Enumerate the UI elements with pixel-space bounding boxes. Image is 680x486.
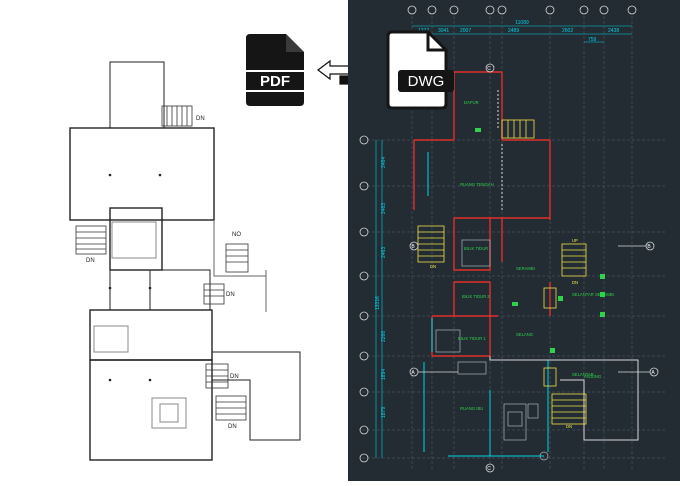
pdf-dn-label: DN	[228, 424, 237, 430]
cad-room-label: SELANTAR	[572, 372, 594, 377]
pdf-bedroom-1	[109, 207, 163, 271]
cad-section-label: A	[651, 370, 655, 376]
cad-room-label: BILIK TIDUR	[464, 246, 488, 251]
cad-left-dim: 1879	[381, 407, 387, 418]
cad-left-dim: 2266	[381, 331, 387, 342]
cad-stair-label: DN	[566, 424, 572, 429]
pdf-main-hall	[69, 127, 215, 221]
cad-stair-bottom	[551, 393, 587, 425]
pdf-badge-label: PDF	[260, 73, 290, 90]
pdf-living-room	[89, 359, 213, 461]
dwg-file-badge: DWG	[384, 30, 456, 110]
cad-section-label: B	[411, 244, 415, 250]
cad-left-dim: 2463	[381, 247, 387, 258]
cad-top-subdim: 3041	[438, 28, 449, 34]
pdf-veranda	[212, 351, 301, 441]
cad-section-label: B	[647, 244, 651, 250]
pdf-dn-label: DN	[226, 292, 235, 298]
cad-stair-kitchen	[501, 119, 535, 139]
pdf-dn-label: DN	[196, 116, 205, 122]
dwg-file-icon: DWG	[386, 30, 454, 110]
dwg-cad-drawing: 11089 1277 3041 2007 2489 2602 2438 759 …	[359, 5, 666, 473]
cad-stair-label: DN	[430, 264, 436, 269]
pdf-file-badge: PDF	[244, 32, 306, 108]
cad-room-label: SERAMBI	[516, 266, 535, 271]
pdf-no-label: NO	[232, 232, 241, 238]
cad-section-label: C	[487, 466, 491, 472]
cad-top-subdim-small: 759	[588, 37, 597, 43]
pdf-dn-label: DN	[230, 374, 239, 380]
cad-room-label: ANJUNG	[584, 374, 601, 379]
pdf-floor-plan-drawing: DN DN DN DN DN NO	[69, 61, 301, 461]
cad-room-label: RUANG IBU	[460, 406, 483, 411]
pdf-annex-room	[109, 61, 165, 129]
cad-top-subdim: 2438	[608, 28, 619, 34]
cad-room-label: BILIK TIDUR 1	[458, 336, 486, 341]
cad-stair-label: DN	[572, 280, 578, 285]
cad-left-dim: 2463	[381, 203, 387, 214]
cad-top-subdim: 2007	[460, 28, 471, 34]
cad-section-label: C	[487, 66, 491, 72]
cad-left-dim: 1894	[381, 369, 387, 380]
cad-room-label: SELANTAR SERAMBI	[572, 292, 614, 297]
pdf-file-icon: PDF	[244, 34, 306, 106]
cad-wall-bedroom	[453, 217, 491, 271]
dwg-badge-label: DWG	[408, 73, 445, 90]
pdf-dn-label: DN	[86, 258, 95, 264]
cad-wall-kitchen	[454, 71, 503, 140]
cad-room-label: DAPUR	[464, 100, 479, 105]
cad-left-dim: 2464	[381, 157, 387, 168]
cad-room-label: BILIK TIDUR 2	[462, 294, 490, 299]
cad-top-subdim: 2602	[562, 28, 573, 34]
pdf-corridor	[109, 269, 211, 311]
cad-section-label: A	[411, 370, 415, 376]
cad-stair-label: UP	[572, 238, 578, 243]
cad-left-dim-total: 13316	[375, 296, 381, 310]
cad-room-label: RUANG TENGAH	[460, 182, 494, 187]
cad-stair-right	[561, 243, 587, 277]
cad-top-subdim: 2489	[508, 28, 519, 34]
cad-room-label: SELANG	[516, 332, 533, 337]
cad-top-dimension: 11089	[515, 20, 529, 26]
